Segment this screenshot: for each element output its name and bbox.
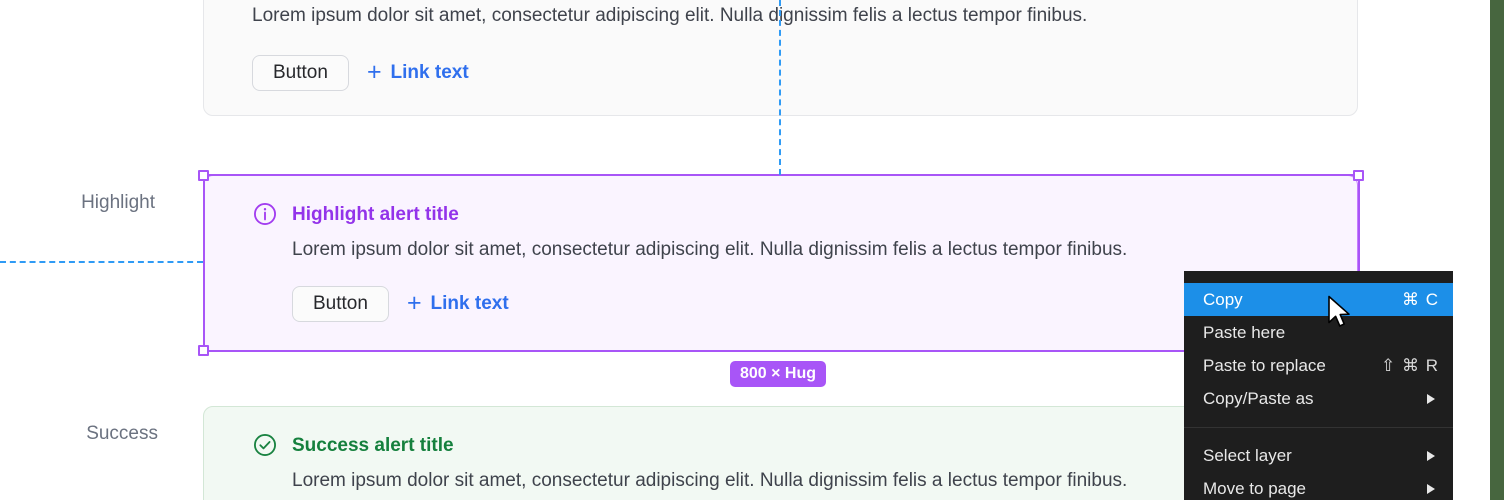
alert-link[interactable]: + Link text — [406, 288, 509, 317]
plus-icon: + — [406, 288, 422, 317]
alert-link[interactable]: + Link text — [366, 57, 469, 86]
selection-handle-top-right[interactable] — [1353, 170, 1364, 181]
selection-edge-top — [203, 174, 1360, 176]
context-menu-item-paste-to-replace[interactable]: Paste to replace ⇧ ⌘ R — [1184, 349, 1453, 382]
alert-title: Success alert title — [292, 435, 454, 456]
selection-edge-left — [203, 174, 205, 352]
selection-handle-top-left[interactable] — [198, 170, 209, 181]
alignment-guide-horizontal — [0, 261, 203, 263]
context-menu-item-shortcut: ⇧ ⌘ R — [1381, 355, 1439, 375]
submenu-arrow-icon — [1427, 393, 1435, 404]
context-menu-item-paste-here[interactable]: Paste here — [1184, 316, 1453, 349]
canvas-right-edge-strip — [1490, 0, 1504, 500]
alert-link-label: Link text — [430, 293, 509, 314]
context-menu-separator — [1184, 427, 1453, 428]
check-circle-icon — [254, 434, 276, 456]
context-menu-item-move-to-page[interactable]: Move to page — [1184, 472, 1453, 500]
context-menu-group-2: Select layer Move to page — [1184, 439, 1453, 500]
context-menu-item-label: Paste here — [1203, 322, 1286, 342]
submenu-arrow-icon — [1427, 450, 1435, 461]
context-menu-item-label: Copy/Paste as — [1203, 388, 1314, 408]
alignment-guide-vertical — [779, 0, 781, 175]
context-menu-item-label: Paste to replace — [1203, 355, 1326, 375]
context-menu-item-copy-paste-as[interactable]: Copy/Paste as — [1184, 382, 1453, 415]
alert-body-text: Lorem ipsum dolor sit amet, consectetur … — [252, 5, 1088, 26]
alert-body-text: Lorem ipsum dolor sit amet, consectetur … — [292, 470, 1128, 491]
plus-icon: + — [366, 57, 382, 86]
alert-button[interactable]: Button — [252, 55, 349, 91]
context-menu-item-shortcut: ⌘ C — [1402, 289, 1439, 309]
alert-button[interactable]: Button — [292, 286, 389, 322]
context-menu-item-label: Copy — [1203, 289, 1243, 309]
context-menu-item-select-layer[interactable]: Select layer — [1184, 439, 1453, 472]
selection-edge-right — [1358, 174, 1360, 352]
size-badge: 800 × Hug — [730, 361, 827, 387]
info-circle-icon — [254, 203, 276, 225]
alert-card-success[interactable]: Success alert title Lorem ipsum dolor si… — [203, 406, 1358, 500]
context-menu-item-label: Move to page — [1203, 478, 1307, 498]
context-menu-item-copy[interactable]: Copy ⌘ C — [1184, 283, 1453, 316]
submenu-arrow-icon — [1427, 483, 1435, 494]
alert-title: Highlight alert title — [292, 204, 459, 225]
row-label-highlight: Highlight — [81, 192, 155, 213]
selection-edge-bottom — [203, 350, 1360, 352]
selection-handle-bottom-left[interactable] — [198, 345, 209, 356]
alert-body-text: Lorem ipsum dolor sit amet, consectetur … — [292, 239, 1128, 260]
context-menu-item-label: Select layer — [1203, 445, 1292, 465]
alert-card-highlight[interactable]: Highlight alert title Lorem ipsum dolor … — [203, 175, 1358, 352]
row-label-success: Success — [86, 423, 158, 444]
alert-link-label: Link text — [390, 62, 469, 83]
context-menu-group-1: Copy ⌘ C Paste here Paste to replace ⇧ ⌘… — [1184, 283, 1453, 415]
context-menu[interactable]: Copy ⌘ C Paste here Paste to replace ⇧ ⌘… — [1184, 271, 1453, 500]
